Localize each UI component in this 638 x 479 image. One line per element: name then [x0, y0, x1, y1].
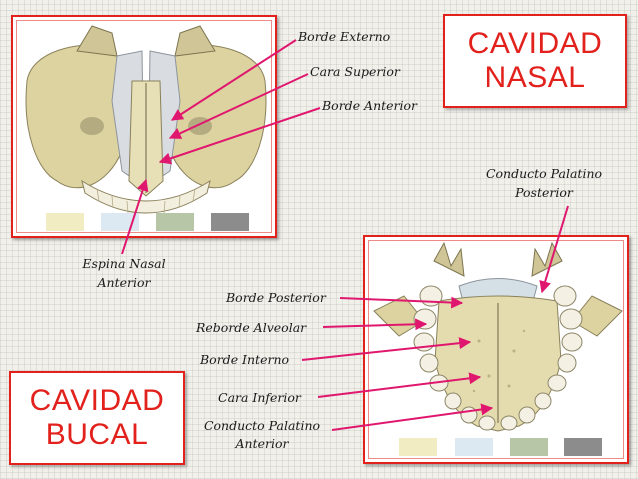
label-conducto-palatino-posterior: Conducto Palatino Posterior — [472, 166, 616, 200]
label-cpa-line1: Conducto Palatino — [203, 418, 321, 433]
legend-swatch-blue — [101, 213, 139, 231]
label-espina-nasal-line1: Espina Nasal — [82, 256, 166, 271]
bucal-view-panel — [363, 235, 629, 464]
label-borde-interno: Borde Interno — [200, 352, 290, 367]
legend-swatch-blue — [455, 438, 493, 456]
label-cpa-line2: Anterior — [235, 436, 289, 451]
label-espina-nasal-anterior: Espina Nasal Anterior — [68, 256, 180, 290]
bucal-view-frame — [368, 240, 624, 459]
label-cara-inferior: Cara Inferior — [218, 390, 301, 405]
maxilla-inferior-illustration — [373, 241, 623, 432]
label-espina-nasal-line2: Anterior — [97, 275, 151, 290]
title-nasal-line2: NASAL — [484, 61, 586, 94]
cavidad-nasal-title: CAVIDAD NASAL — [443, 14, 627, 108]
label-cara-superior: Cara Superior — [310, 64, 400, 79]
label-conducto-palatino-anterior: Conducto Palatino Anterior — [190, 418, 334, 451]
cavidad-bucal-title: CAVIDAD BUCAL — [9, 371, 185, 465]
legend-swatch-green — [510, 438, 548, 456]
nasal-view-panel — [11, 15, 277, 238]
label-borde-externo: Borde Externo — [298, 29, 391, 44]
title-bucal-line2: BUCAL — [45, 418, 149, 451]
label-cpp-line1: Conducto Palatino — [485, 166, 603, 181]
legend-swatch-cream — [399, 438, 437, 456]
legend-swatch-gray — [211, 213, 249, 231]
legend-swatch-gray — [564, 438, 602, 456]
maxilla-superior-illustration — [25, 25, 267, 214]
title-bucal-line1: CAVIDAD — [29, 384, 165, 417]
label-cpp-line2: Posterior — [515, 185, 573, 200]
nasal-view-frame — [16, 20, 272, 233]
label-borde-posterior: Borde Posterior — [226, 290, 326, 305]
label-reborde-alveolar: Reborde Alveolar — [196, 320, 307, 335]
legend-swatch-green — [156, 213, 194, 231]
legend-swatch-cream — [46, 213, 84, 231]
label-borde-anterior: Borde Anterior — [322, 98, 418, 113]
title-nasal-line1: CAVIDAD — [467, 27, 603, 60]
